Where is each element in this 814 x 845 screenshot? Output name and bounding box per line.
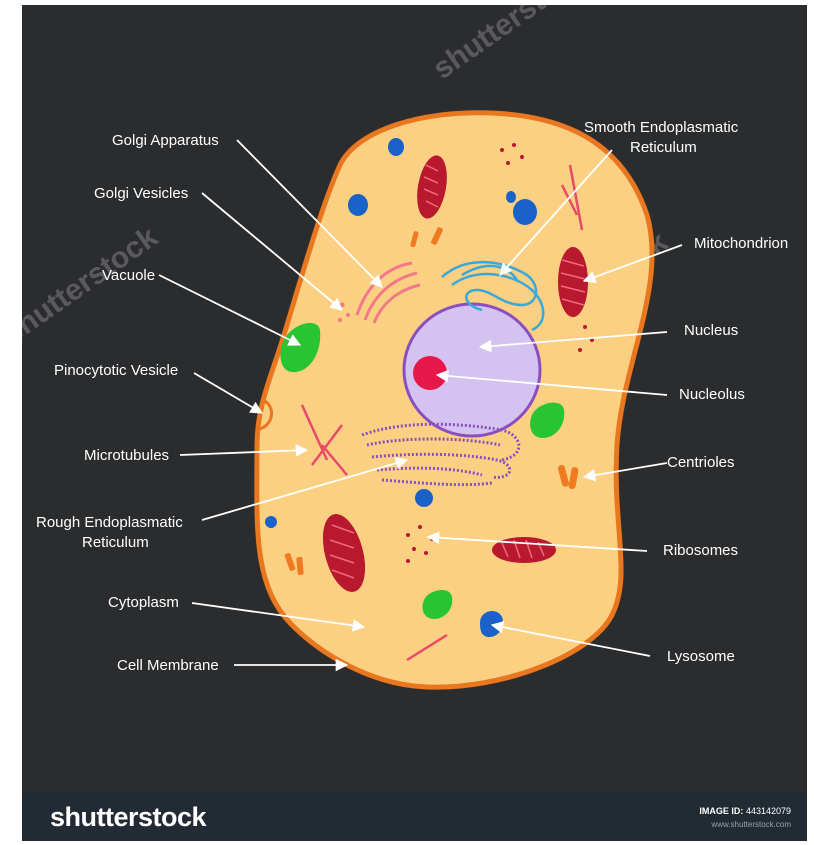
- image-id: IMAGE ID: 443142079: [699, 806, 791, 816]
- image-id-label: IMAGE ID:: [699, 806, 743, 816]
- image-id-value: 443142079: [746, 806, 791, 816]
- label-ribosomes: Ribosomes: [663, 542, 738, 559]
- diagram-frame: shutterstock shutterstock shutterstock s…: [22, 5, 807, 841]
- leader-vacuole: [159, 275, 300, 345]
- label-nucleus: Nucleus: [684, 322, 738, 339]
- watermark-text: shutterstock: [22, 220, 164, 350]
- label-microtubules: Microtubules: [84, 447, 169, 464]
- mitochondrion-shape: [558, 247, 588, 317]
- label-mitochondrion: Mitochondrion: [694, 235, 788, 252]
- label-smooth-er: Smooth Endoplasmatic: [584, 119, 739, 136]
- label-golgi-apparatus: Golgi Apparatus: [112, 132, 219, 149]
- label-vacuole: Vacuole: [102, 267, 155, 284]
- label-golgi-vesicles: Golgi Vesicles: [94, 185, 188, 202]
- footer-bar: shutterstock IMAGE ID: 443142079 www.shu…: [22, 792, 807, 841]
- shutterstock-logo: shutterstock: [50, 804, 206, 831]
- label-lysosome: Lysosome: [667, 648, 735, 665]
- site-url: www.shutterstock.com: [711, 820, 791, 829]
- label-cell-membrane: Cell Membrane: [117, 657, 219, 674]
- animal-cell-diagram: shutterstock shutterstock shutterstock s…: [22, 5, 807, 792]
- label-rough-er: Rough Endoplasmatic: [36, 514, 183, 531]
- nucleolus-shape: [413, 356, 447, 390]
- watermark-text: shutterstock: [427, 5, 594, 86]
- label-smooth-er: Reticulum: [630, 139, 697, 156]
- label-cytoplasm: Cytoplasm: [108, 594, 179, 611]
- leader-pinocytotic-vesicle: [194, 373, 262, 413]
- label-pinocytotic-vesicle: Pinocytotic Vesicle: [54, 362, 178, 379]
- label-nucleolus: Nucleolus: [679, 386, 745, 403]
- label-rough-er: Reticulum: [82, 534, 149, 551]
- label-centrioles: Centrioles: [667, 454, 735, 471]
